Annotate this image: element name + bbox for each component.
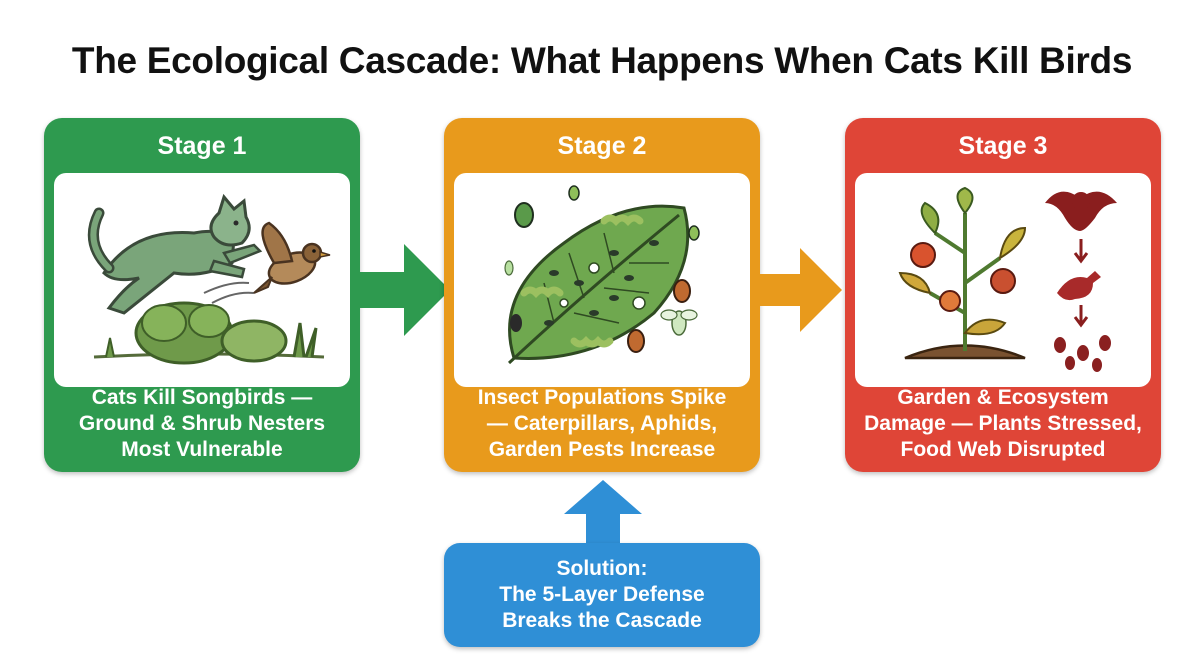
diagram-title: The Ecological Cascade: What Happens Whe…: [71, 40, 1133, 81]
solution-line-1: Solution:: [556, 557, 648, 580]
arrow-right-icon: [756, 248, 842, 332]
cat-chasing-bird-icon: [87, 193, 331, 365]
stage-1-caption: Cats Kill Songbirds — Ground & Shrub Nes…: [78, 386, 326, 461]
damaged-plant-food-web-icon: [898, 186, 1117, 372]
stage-2-illustration: [454, 173, 750, 387]
solution-box: Solution: The 5-Layer Defense Breaks the…: [444, 543, 760, 647]
stage-1-card: Stage 1: [44, 118, 360, 472]
leaf-with-insects-icon: [504, 185, 700, 365]
stage-1-illustration: [54, 173, 350, 387]
stage-2-card: Stage 2: [444, 118, 760, 472]
stage-2-label: Stage 2: [557, 132, 647, 160]
stage-3-card: Stage 3: [845, 118, 1161, 472]
stage-2-caption: Insect Populations Spike — Caterpillars,…: [477, 386, 727, 461]
stage-3-caption: Garden & Ecosystem Damage — Plants Stres…: [864, 386, 1142, 461]
solution-line-3: Breaks the Cascade: [502, 609, 702, 632]
arrow-right-icon: [356, 244, 450, 336]
stage-3-label: Stage 3: [958, 132, 1048, 160]
stage-3-illustration: [855, 173, 1151, 387]
stage-1-label: Stage 1: [157, 132, 247, 160]
arrow-up-icon: [564, 480, 642, 546]
solution-line-2: The 5-Layer Defense: [499, 583, 705, 606]
